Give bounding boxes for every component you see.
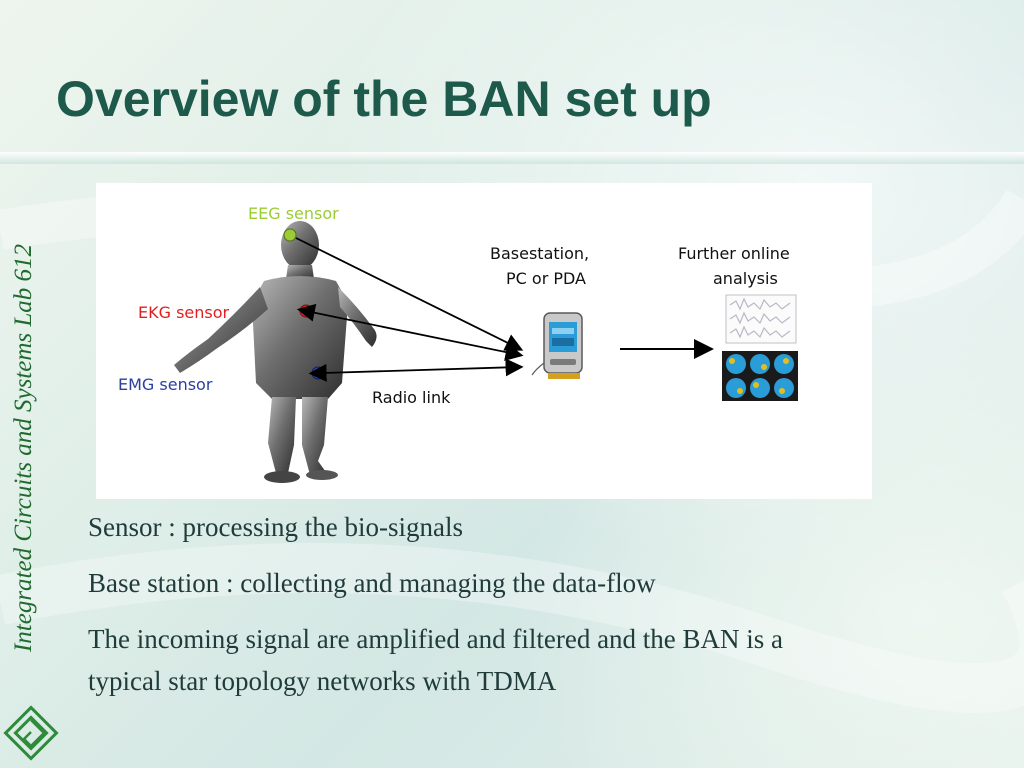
- brain-maps-icon: [722, 351, 798, 401]
- title-divider: [0, 152, 1024, 164]
- pda-device-icon: [531, 312, 583, 379]
- analysis-label-line2: analysis: [713, 269, 778, 288]
- analysis-label-line1: Further online: [678, 244, 790, 263]
- ekg-link-line: [296, 303, 524, 361]
- bullet-item: Sensor : processing the bio-signals: [88, 512, 463, 542]
- emg-sensor-dot: [311, 366, 325, 380]
- basestation-label-line1: Basestation,: [490, 244, 590, 263]
- signal-traces-icon: [725, 294, 797, 344]
- bullet-item: Base station : collecting and managing t…: [88, 568, 656, 598]
- ban-diagram: EEG sensor EKG sensor EMG sensor Radio l…: [96, 183, 872, 499]
- bullet-item: The incoming signal are amplified and fi…: [88, 624, 784, 696]
- bullet-list: Sensor : processing the bio-signals Base…: [88, 506, 848, 716]
- ekg-sensor-label: EKG sensor: [138, 303, 230, 322]
- emg-link-line: [308, 358, 524, 382]
- eeg-sensor-dot: [283, 228, 297, 242]
- ban-diagram-art: [174, 221, 798, 483]
- lab-side-label: Integrated Circuits and Systems Lab 612: [10, 243, 37, 653]
- slide-title: Overview of the BAN set up: [56, 71, 712, 127]
- emg-sensor-label: EMG sensor: [118, 375, 213, 394]
- human-body-figure: [174, 221, 377, 483]
- lab-logo-icon: [3, 705, 59, 761]
- eeg-sensor-label: EEG sensor: [248, 204, 339, 223]
- basestation-label-line2: PC or PDA: [506, 269, 586, 288]
- ekg-sensor-dot: [299, 304, 313, 318]
- radio-link-label: Radio link: [372, 388, 451, 407]
